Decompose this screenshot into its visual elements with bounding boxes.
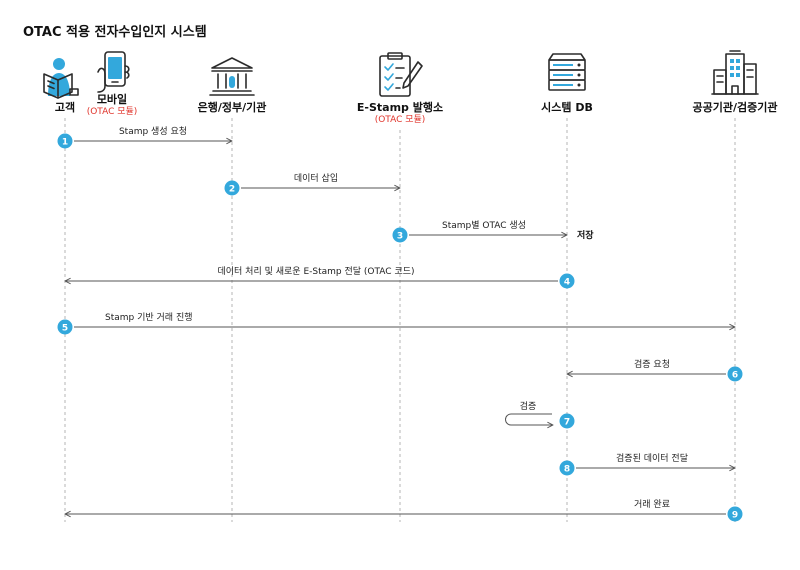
step-badge-4 <box>559 273 575 289</box>
step-number-7: 7 <box>564 418 570 428</box>
diagram-title: OTAC 적용 전자수입인지 시스템 <box>23 24 207 40</box>
message-label-7: 검증 <box>520 400 537 412</box>
clipboard-checklist-icon <box>379 52 423 97</box>
actor-label-verifier: 공공기관/검증기관 <box>693 100 778 114</box>
step-number-4: 4 <box>564 278 570 288</box>
step-badge-9 <box>727 506 743 522</box>
message-label-4: 데이터 처리 및 새로운 E-Stamp 전달 (OTAC 코드) <box>217 265 414 277</box>
step-badge-7 <box>559 413 575 429</box>
actor-sublabel-mobile: (OTAC 모듈) <box>87 106 138 117</box>
message-label-5: Stamp 기반 거래 진행 <box>105 311 193 323</box>
step-number-5: 5 <box>62 324 68 334</box>
message-label-9: 거래 완료 <box>634 499 670 510</box>
step-badge-1 <box>57 133 73 149</box>
office-buildings-icon <box>711 50 759 95</box>
step-number-6: 6 <box>732 371 738 381</box>
message-label-2: 데이터 삽입 <box>294 172 338 184</box>
step-badge-6 <box>727 366 743 382</box>
actor-sublabel-issuer: (OTAC 모듈) <box>375 114 426 125</box>
message-label-1: Stamp 생성 요청 <box>119 126 187 137</box>
step-badge-8 <box>559 460 575 476</box>
mobile-phone-icon <box>97 51 130 93</box>
message-label-6: 검증 요청 <box>634 358 670 370</box>
database-server-icon <box>548 53 586 91</box>
message-label-3: Stamp별 OTAC 생성 <box>442 220 526 231</box>
step-number-3: 3 <box>397 232 403 242</box>
actor-label-customer: 고객 <box>55 100 75 114</box>
actor-label-bank: 은행/정부/기관 <box>198 100 267 114</box>
step-number-9: 9 <box>732 511 738 521</box>
bank-building-icon <box>209 57 255 96</box>
step-number-1: 1 <box>62 138 68 148</box>
step-number-8: 8 <box>564 465 570 475</box>
customer-reading-icon <box>43 58 79 99</box>
step-number-2: 2 <box>229 185 235 195</box>
actor-label-issuer: E-Stamp 발행소 <box>357 100 443 114</box>
message-label-8: 검증된 데이터 전달 <box>616 452 688 464</box>
actor-label-db: 시스템 DB <box>541 100 593 114</box>
actor-label-mobile: 모바일 <box>97 92 127 106</box>
step-badge-2 <box>224 180 240 196</box>
message-note-3: 저장 <box>577 229 594 241</box>
step-badge-5 <box>57 319 73 335</box>
step-badge-3 <box>392 227 408 243</box>
message-arrow-7 <box>505 413 553 425</box>
